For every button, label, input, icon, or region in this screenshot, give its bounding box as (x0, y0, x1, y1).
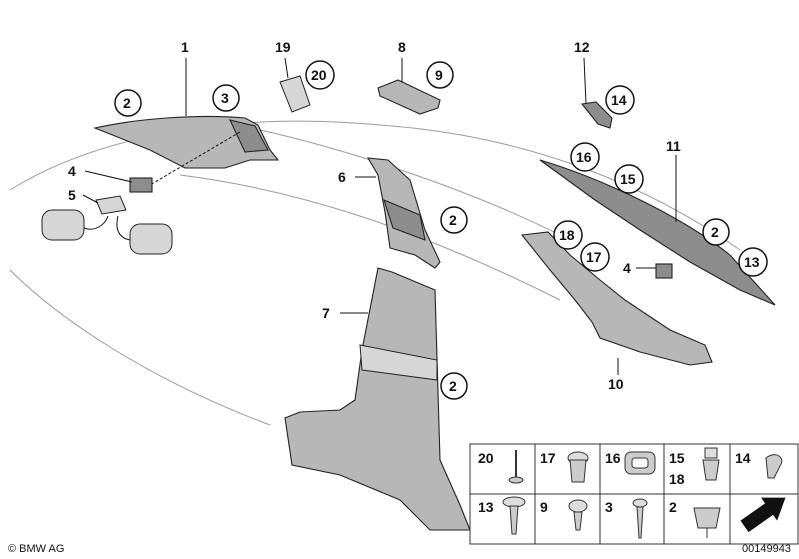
label-2-middle: 2 (449, 212, 457, 228)
label-2-right: 2 (711, 224, 719, 240)
label-4-left: 4 (68, 163, 76, 179)
part-19-plate (279, 57, 311, 113)
label-14: 14 (611, 92, 627, 108)
part-10-trim-lower (520, 231, 713, 375)
rivet-icon (508, 450, 524, 484)
table-cell-9: 9 (540, 499, 548, 515)
copyright-text: © BMW AG (8, 543, 64, 555)
push-clip-icon (567, 451, 589, 483)
trim-clip-icon (693, 507, 721, 538)
table-cell-15: 15 (669, 450, 685, 466)
label-2-lower: 2 (449, 378, 457, 394)
label-7: 7 (322, 305, 330, 321)
table-cell-13: 13 (478, 499, 494, 515)
part-4-clip-right (636, 263, 673, 279)
label-17: 17 (586, 249, 602, 265)
label-9: 9 (435, 67, 443, 83)
label-11: 11 (666, 138, 681, 154)
table-cell-14: 14 (735, 450, 751, 466)
direction-arrow-icon (740, 497, 786, 533)
table-cell-2: 2 (669, 499, 677, 515)
screw-washer-icon (502, 496, 526, 535)
label-20: 20 (311, 67, 327, 83)
grommet-icon (624, 451, 656, 475)
label-2-top: 2 (123, 95, 131, 111)
body-outline (9, 120, 741, 426)
part-7-pillar-lower (284, 267, 471, 531)
document-number: 00149943 (742, 543, 791, 555)
part-8-bracket (377, 58, 441, 115)
label-16: 16 (576, 149, 592, 165)
table-cell-3: 3 (605, 499, 613, 515)
part-11-pillar-rear (539, 155, 776, 306)
spreader-clip-icon (702, 447, 720, 481)
part-5-cover (41, 194, 173, 255)
label-13: 13 (744, 254, 760, 270)
label-4-right: 4 (623, 260, 631, 276)
label-5: 5 (68, 187, 76, 203)
label-8: 8 (398, 39, 406, 55)
label-19: 19 (275, 39, 291, 55)
callouts: 1 2 3 4 5 6 7 8 9 10 11 12 14 15 16 17 1… (68, 39, 768, 400)
screw-long-icon (632, 498, 648, 539)
label-15: 15 (620, 171, 636, 187)
screw-short-icon (568, 499, 588, 531)
part-1-trim (93, 115, 280, 186)
label-6: 6 (338, 169, 346, 185)
label-12: 12 (574, 39, 590, 55)
table-cell-18: 18 (669, 471, 685, 487)
part-4-clip-left (84, 170, 153, 193)
part-6-pillar-upper (355, 157, 441, 269)
table-cell-16: 16 (605, 450, 621, 466)
label-3: 3 (221, 90, 229, 106)
table-cell-17: 17 (540, 450, 556, 466)
expansion-clip-icon (765, 454, 783, 479)
label-10: 10 (608, 376, 624, 392)
fastener-table: 20 17 16 15 18 14 13 9 3 2 (469, 443, 799, 545)
label-18: 18 (559, 227, 575, 243)
table-cell-20: 20 (478, 450, 494, 466)
label-1: 1 (181, 39, 189, 55)
part-12-clip (580, 57, 613, 129)
